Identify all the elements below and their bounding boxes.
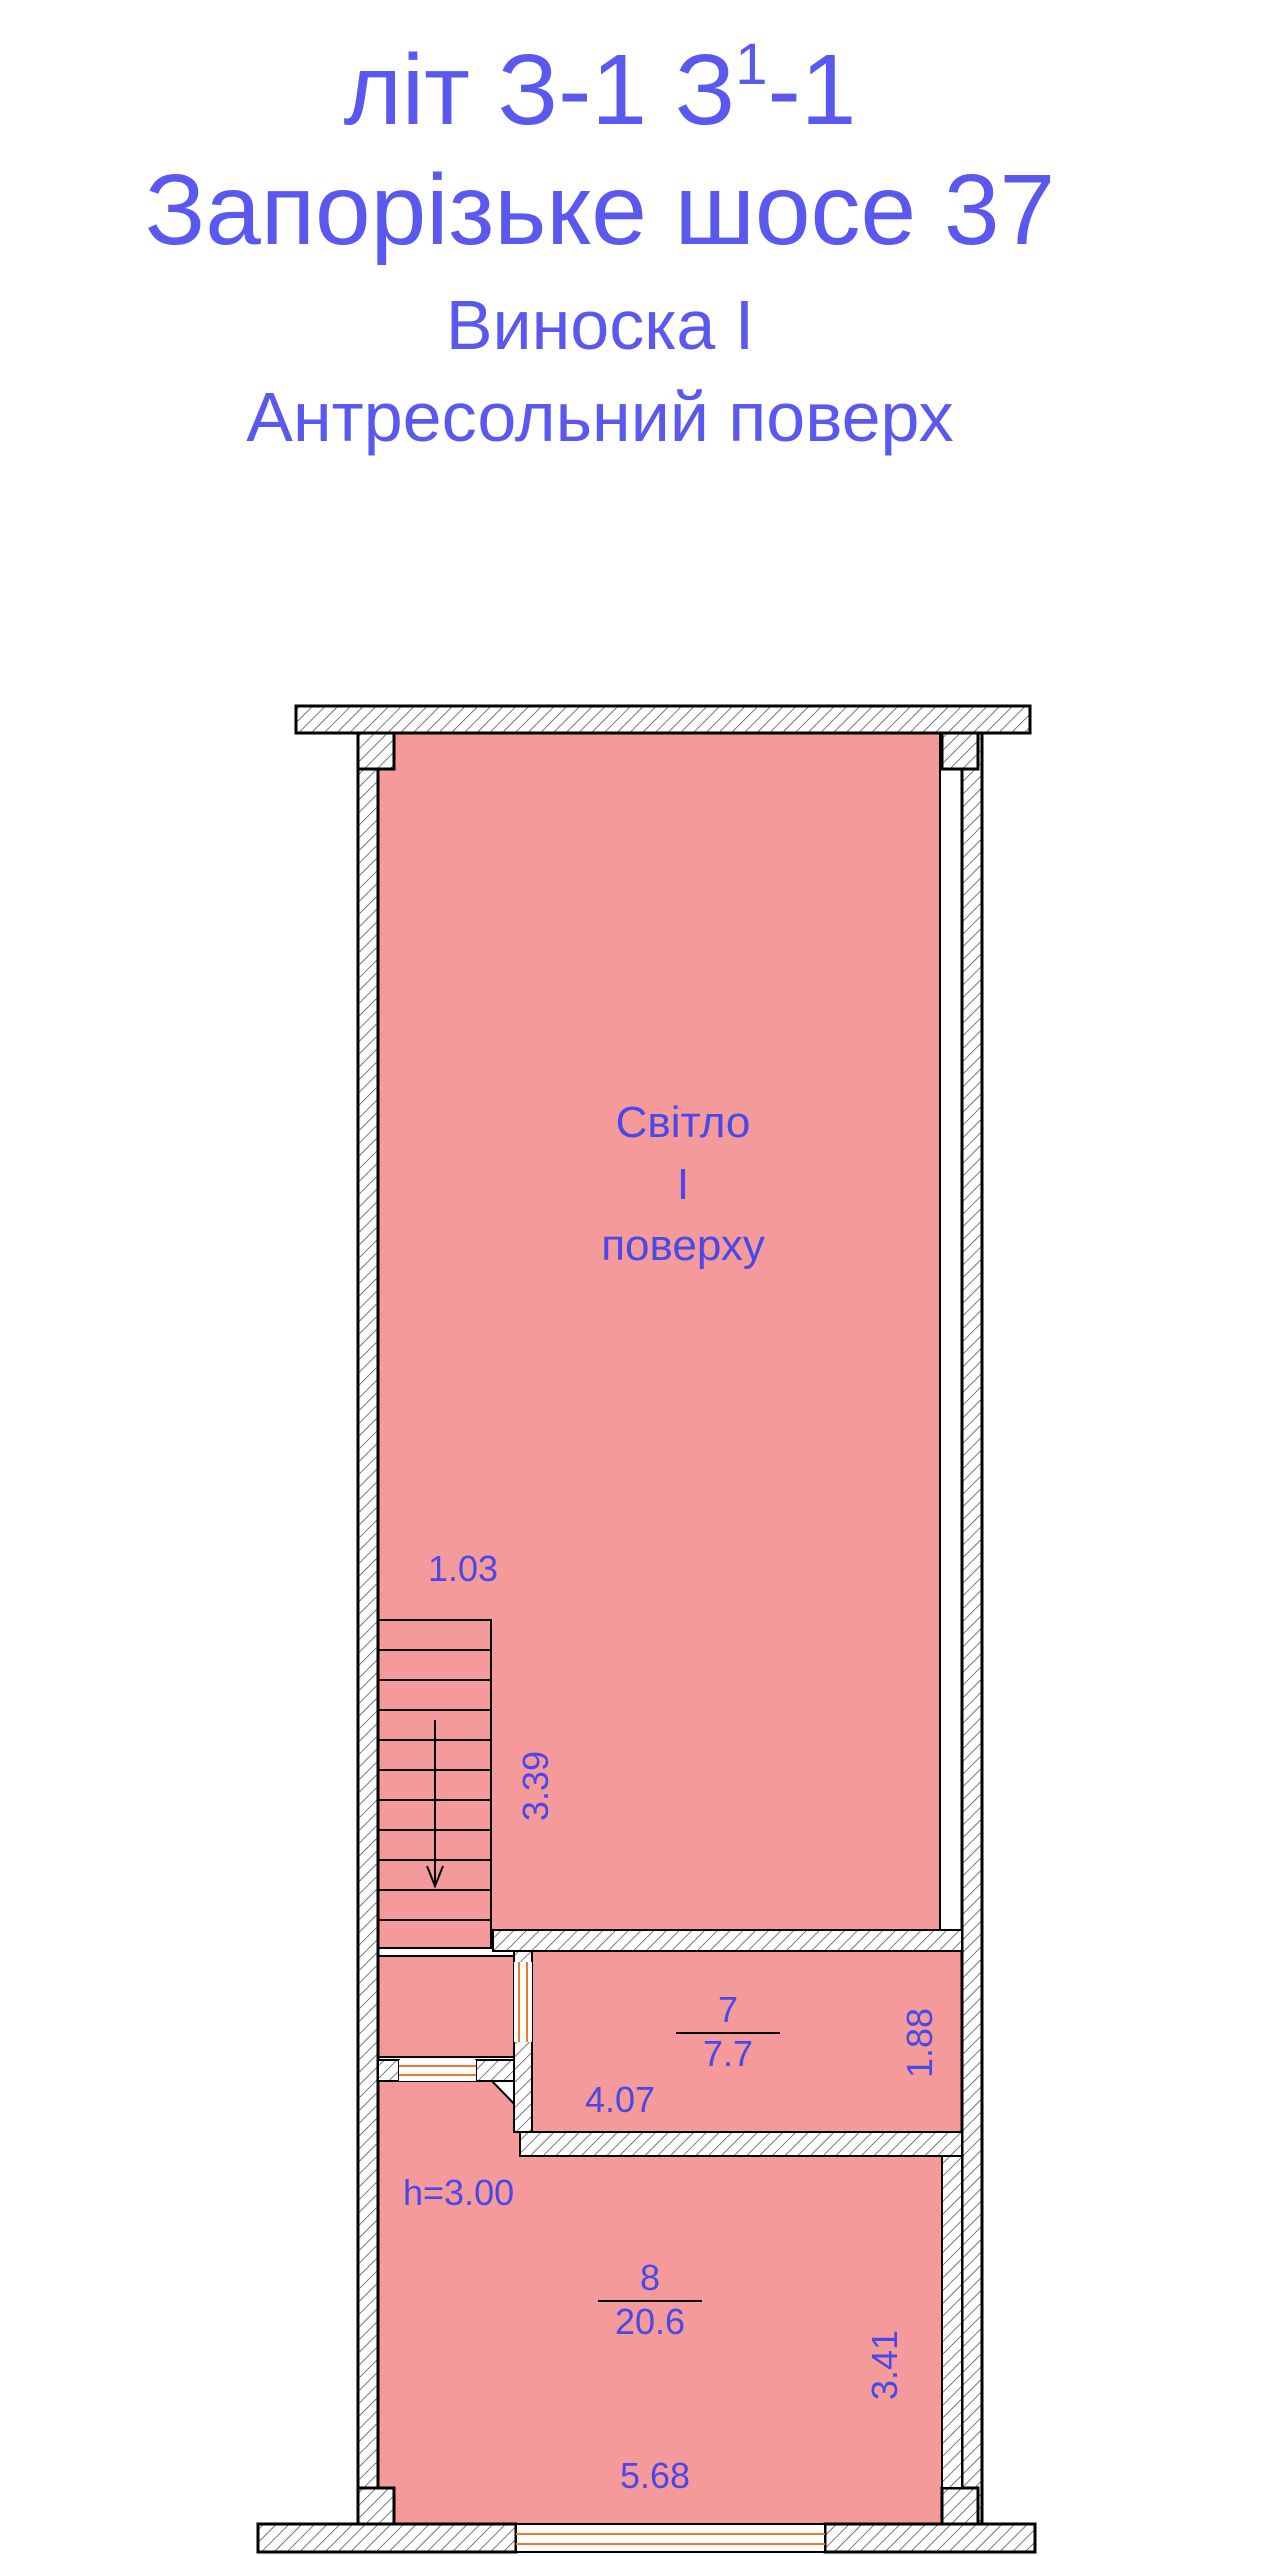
partition-light-room7 [492,1929,963,1952]
bottom-wall-left [256,2522,518,2554]
bottom-wall-right [823,2522,1037,2554]
column-top-left [356,731,396,771]
partition-right-strip [941,2155,963,2489]
left-wall [356,731,380,2526]
partition-stub-right [475,2059,515,2082]
column-bottom-left [356,2486,396,2526]
top-wall [294,704,1032,735]
corridor-door [399,2060,476,2081]
title-line1-prefix: літ З-1 З [343,34,736,146]
column-top-right [940,731,980,771]
stair-width-label: 1.03 [428,1548,498,1589]
light-well-area [377,732,941,1949]
stair-direction-arrow-icon [426,1865,444,1889]
partition-stub-left [377,2059,400,2082]
entrance-door [515,2523,826,2553]
stair-length-label: 3.39 [515,1751,556,1821]
corridor-room [377,1955,515,2058]
title-line1-suffix: -1 [767,34,857,146]
title-superscript: 1 [735,32,768,97]
light-label-1: Світло [616,1098,751,1147]
room7-area: 7.7 [703,2033,753,2074]
room8-number: 8 [640,2257,660,2298]
right-wall [960,731,984,2526]
room8-length: 3.41 [864,2330,905,2400]
column-bottom-right [940,2486,980,2526]
callout-title: Виноска І [445,286,755,364]
room8-height: h=3.00 [403,2172,514,2213]
partition-room7-room8 [519,2131,963,2157]
room8-area: 20.6 [615,2301,685,2342]
staircase [377,1619,492,1949]
room7-length: 1.88 [899,2008,940,2078]
room7-width: 4.07 [585,2079,655,2120]
building-letter-title: літ З-1 З1-1 [0,36,1200,141]
floor-title: Антресольний поверх [246,378,954,456]
address-title: Запорізьке шосе 37 [144,154,1056,266]
room8-width: 5.68 [620,2455,690,2496]
room7-door [514,1962,532,2042]
light-label-3: поверху [601,1221,765,1270]
room7-number: 7 [718,1989,738,2030]
light-label-2: I [677,1160,689,1209]
